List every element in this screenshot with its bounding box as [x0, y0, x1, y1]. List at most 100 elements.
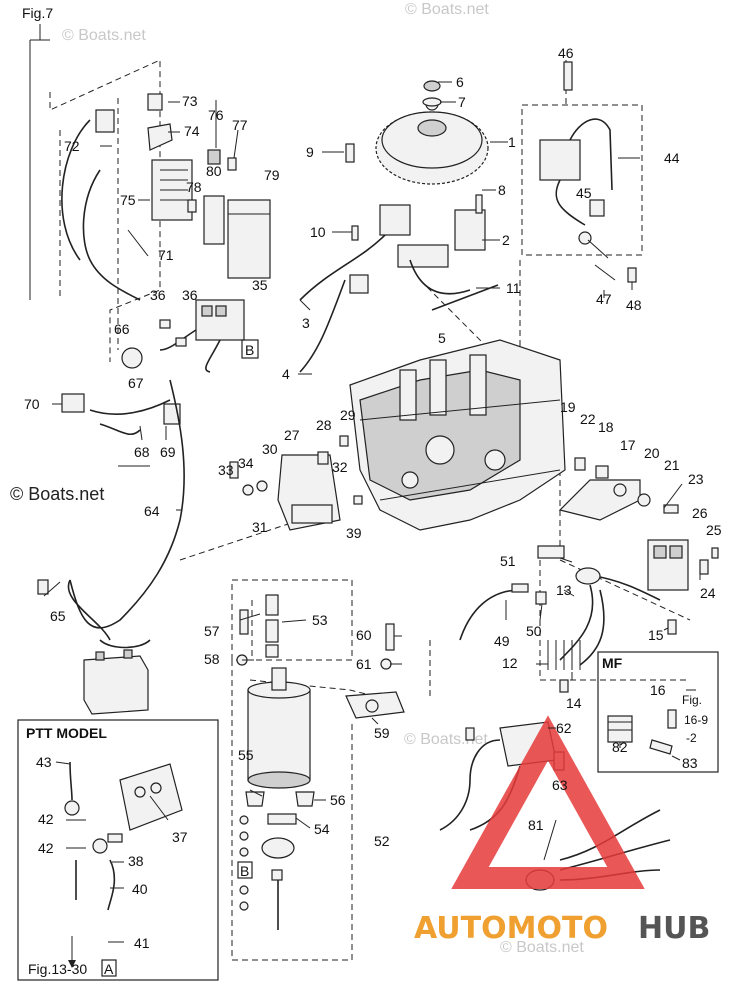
brand-logo-part2: HUB [638, 911, 710, 946]
callout-32: 32 [332, 459, 348, 475]
callout-40: 40 [132, 881, 148, 897]
callout-18: 18 [598, 419, 614, 435]
callout-25: 25 [706, 522, 722, 538]
callout-56: 56 [330, 792, 346, 808]
callout-23: 23 [688, 471, 704, 487]
watermark-faint: © Boats.net [405, 1, 489, 18]
callout-83: 83 [682, 755, 698, 771]
brand-logo-part1: AUTOMOTO [414, 911, 608, 946]
callout-67: 67 [128, 375, 144, 391]
callout-26: 26 [692, 505, 708, 521]
callout-12: 12 [502, 655, 518, 671]
ptt-inset [17, 719, 219, 981]
callout-41: 41 [134, 935, 150, 951]
callout-28: 28 [316, 417, 332, 433]
callout-68: 68 [134, 444, 150, 460]
ptt-footer-letter: A [104, 961, 114, 977]
callout-60: 60 [356, 627, 372, 643]
callout-75: 75 [120, 192, 136, 208]
callout-4: 4 [282, 366, 290, 382]
callout-76: 76 [208, 107, 224, 123]
bracket [558, 479, 641, 521]
callout-47: 47 [596, 291, 612, 307]
callout-36b: 36 [182, 287, 198, 303]
callout-71: 71 [158, 247, 174, 263]
callout-59: 59 [374, 725, 390, 741]
callout-79: 79 [264, 167, 280, 183]
mf-inset-title: MF [602, 655, 623, 671]
callout-48: 48 [626, 297, 642, 313]
callout-10: 10 [310, 224, 326, 240]
callout-64: 64 [144, 503, 160, 519]
starter-bracket [345, 691, 405, 719]
callout-19: 19 [560, 399, 576, 415]
brand-logo: AUTOMOTO HUB [414, 715, 710, 946]
battery [83, 649, 149, 715]
leaders [43, 60, 701, 943]
callout-51: 51 [500, 553, 516, 569]
callout-54: 54 [314, 821, 330, 837]
callout-46: 46 [558, 45, 574, 61]
callout-82: 82 [612, 739, 628, 755]
callout-69: 69 [160, 444, 176, 460]
callout-27: 27 [284, 427, 300, 443]
bracket-plate [277, 454, 341, 531]
ignition-coil [539, 118, 613, 245]
callout-8: 8 [498, 182, 506, 198]
callout-58: 58 [204, 651, 220, 667]
callout-52: 52 [374, 833, 390, 849]
callout-20: 20 [644, 445, 660, 461]
bolt [563, 61, 573, 91]
callout-3: 3 [302, 315, 310, 331]
callout-15: 15 [648, 627, 664, 643]
callout-labels: 1 2 3 4 5 6 7 8 9 10 11 12 13 14 15 16 1… [24, 45, 722, 951]
callout-80: 80 [206, 163, 222, 179]
callout-55: 55 [238, 747, 254, 763]
starter-motor [247, 667, 311, 789]
callout-7: 7 [458, 94, 466, 110]
callout-38: 38 [128, 853, 144, 869]
callout-42: 42 [38, 811, 54, 827]
callout-42b: 42 [38, 840, 54, 856]
figure-ref: Fig.7 [22, 5, 53, 21]
callout-30: 30 [262, 441, 278, 457]
watermark-faint: © Boats.net [500, 939, 584, 956]
mf-ref-line3: -2 [686, 731, 697, 745]
callout-45: 45 [576, 185, 592, 201]
callout-44: 44 [664, 150, 680, 166]
stator-coil [379, 204, 449, 268]
callout-21: 21 [664, 457, 680, 473]
callout-81: 81 [528, 817, 544, 833]
callout-39: 39 [346, 525, 362, 541]
callout-63: 63 [552, 777, 568, 793]
ptt-footer-ref: Fig.13-30 [28, 961, 87, 977]
callout-13: 13 [556, 582, 572, 598]
callout-36: 36 [150, 287, 166, 303]
callout-6: 6 [456, 74, 464, 90]
mf-inset [597, 651, 719, 773]
cdi-unit [227, 199, 271, 279]
callout-77: 77 [232, 117, 248, 133]
watermark: © Boats.net [10, 484, 104, 504]
connector-letter: B [245, 342, 254, 358]
callout-73: 73 [182, 93, 198, 109]
mf-ref-line2: 16-9 [684, 713, 708, 727]
watermark-faint: © Boats.net [62, 27, 146, 44]
callout-62: 62 [556, 720, 572, 736]
callout-2: 2 [502, 232, 510, 248]
callout-49: 49 [494, 633, 510, 649]
callout-78: 78 [186, 179, 202, 195]
watermark-faint: © Boats.net [404, 731, 488, 748]
flywheel [375, 97, 489, 185]
callout-17: 17 [620, 437, 636, 453]
callout-1: 1 [508, 134, 516, 150]
callout-11: 11 [506, 280, 521, 296]
callout-22: 22 [580, 411, 596, 427]
callout-57: 57 [204, 623, 220, 639]
callout-31: 31 [252, 519, 268, 535]
callout-65: 65 [50, 608, 66, 624]
ptt-inset-title: PTT MODEL [26, 725, 107, 741]
callout-70: 70 [24, 396, 40, 412]
washer [422, 97, 442, 107]
